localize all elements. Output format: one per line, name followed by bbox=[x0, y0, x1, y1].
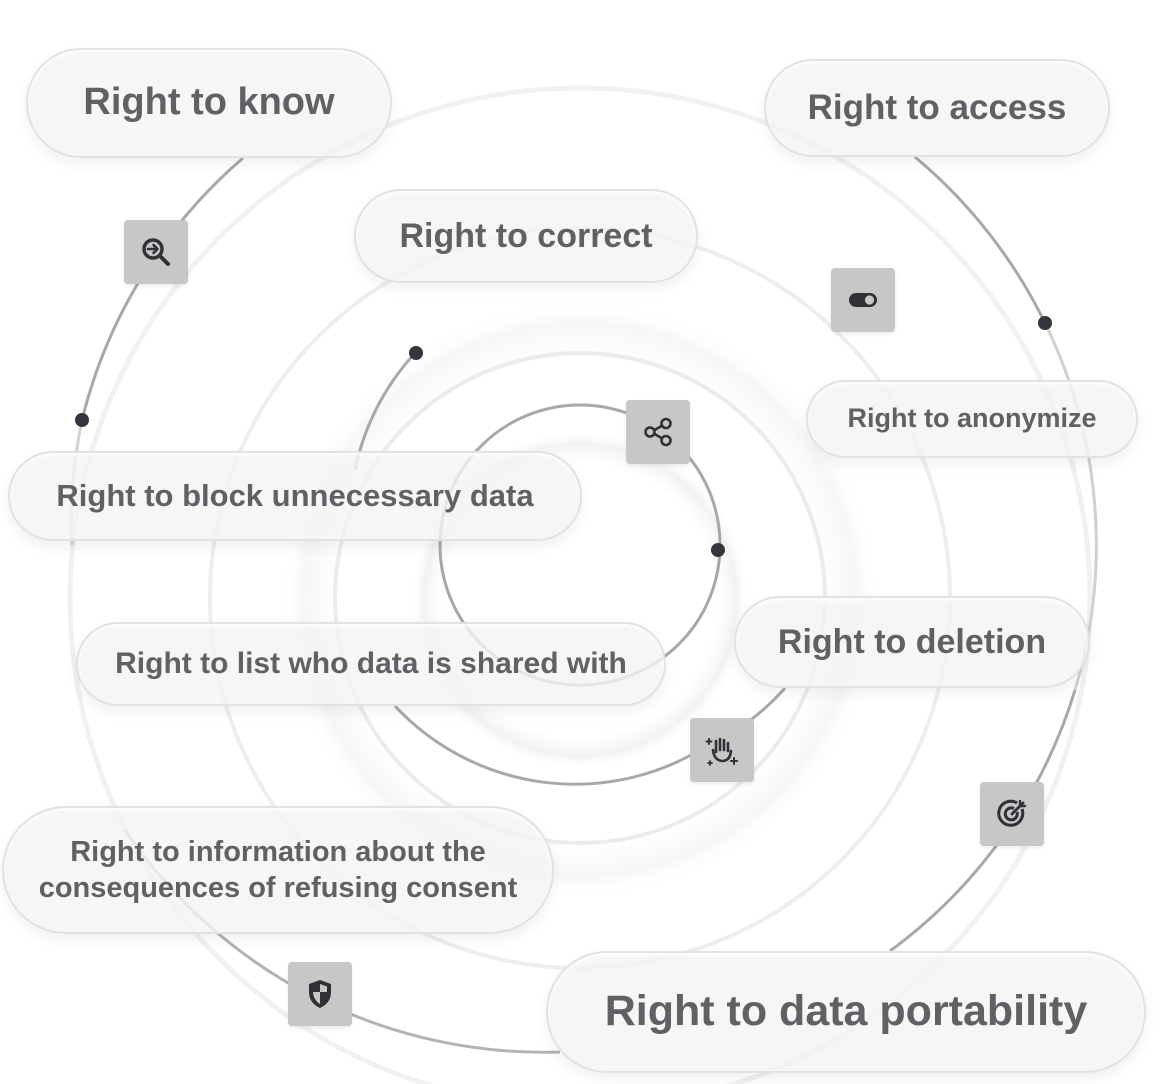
hand-sparkle-icon bbox=[690, 718, 754, 782]
right-to-list-text: Right to list who data is shared with bbox=[115, 647, 627, 681]
share-icon bbox=[626, 400, 690, 464]
ring-node-dot bbox=[75, 413, 89, 427]
ring-node-dot bbox=[1038, 316, 1052, 330]
right-to-access-label: Right to access bbox=[764, 59, 1110, 157]
shield-icon bbox=[288, 962, 352, 1026]
toggle-icon bbox=[831, 268, 895, 332]
right-to-anonymize-label: Right to anonymize bbox=[806, 380, 1138, 458]
right-to-portability-label: Right to data portability bbox=[546, 951, 1146, 1073]
search-arrow-icon bbox=[124, 220, 188, 284]
right-to-portability-text: Right to data portability bbox=[604, 987, 1088, 1036]
right-to-correct-text: Right to correct bbox=[399, 216, 653, 255]
ring-outer-arc-upper-left bbox=[80, 156, 244, 421]
right-to-information-label: Right to information about the consequen… bbox=[2, 806, 554, 934]
ring-middle-arc-bottom bbox=[393, 704, 701, 786]
ring-outer-arc-upper-right bbox=[914, 155, 1047, 324]
right-to-know-text: Right to know bbox=[83, 81, 335, 124]
right-to-information-text-line1: Right to information about the bbox=[70, 835, 486, 868]
right-to-access-text: Right to access bbox=[807, 88, 1067, 128]
right-to-correct-label: Right to correct bbox=[354, 189, 698, 283]
right-to-list-label: Right to list who data is shared with bbox=[76, 622, 666, 706]
ring-node-dot bbox=[711, 543, 725, 557]
right-to-anonymize-text: Right to anonymize bbox=[847, 403, 1097, 434]
right-to-block-label: Right to block unnecessary data bbox=[8, 451, 582, 541]
right-to-know-label: Right to know bbox=[26, 48, 392, 158]
ring-node-dot bbox=[409, 346, 423, 360]
right-to-information-text-line2: consequences of refusing consent bbox=[38, 872, 518, 904]
right-to-deletion-text: Right to deletion bbox=[777, 622, 1047, 661]
target-icon bbox=[980, 782, 1044, 846]
right-to-block-text: Right to block unnecessary data bbox=[56, 477, 534, 513]
ring-faint-large bbox=[67, 85, 1093, 1084]
right-to-deletion-label: Right to deletion bbox=[734, 596, 1090, 688]
